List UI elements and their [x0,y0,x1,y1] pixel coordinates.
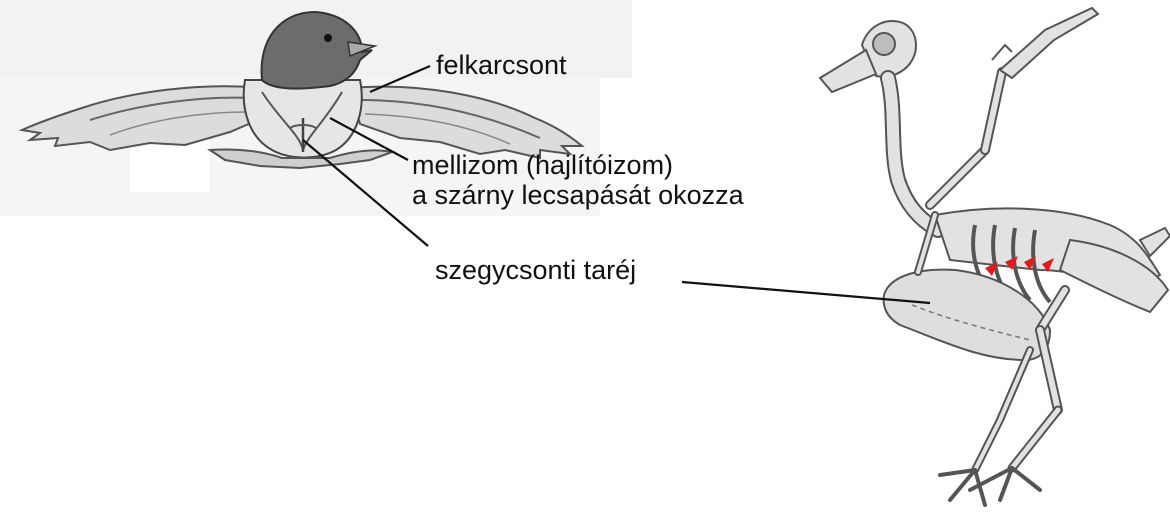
sternum-keel [884,270,1050,360]
eye-socket [873,33,895,55]
label-humerus: felkarcsont [436,50,567,80]
toes [940,468,1040,505]
label-pectoral-line2: a szárny lecsapását okozza [412,180,744,210]
bird-skeleton-illustration [820,8,1170,505]
beak [820,50,876,92]
label-pectoral-muscle: mellizom (hajlítóizom) a szárny lecsapás… [412,150,744,210]
hand-bones [1000,8,1098,78]
label-keel: szegycsonti taréj [435,255,636,285]
label-pectoral-line1: mellizom (hajlítóizom) [412,150,744,180]
bird-eye [324,34,332,42]
white-patch [130,140,210,192]
